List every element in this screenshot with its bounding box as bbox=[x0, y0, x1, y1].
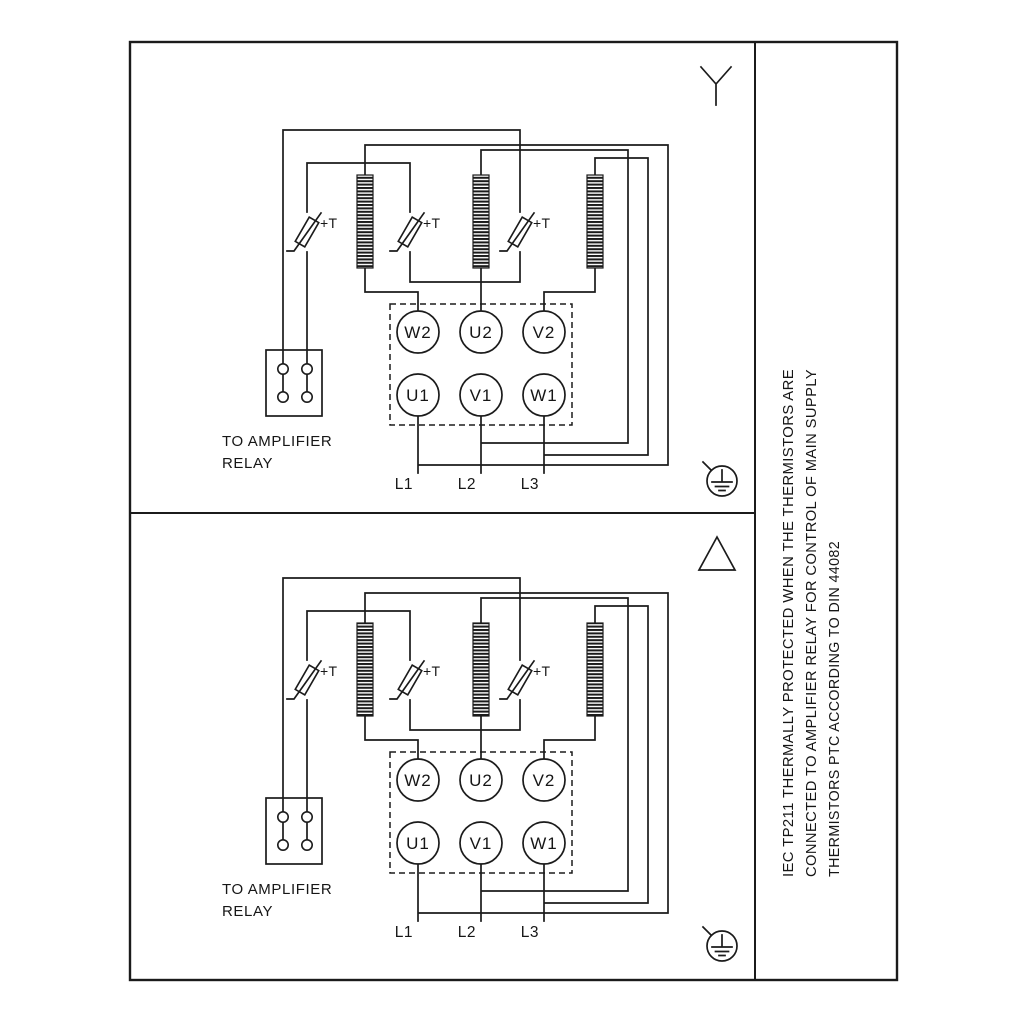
terminal-label-u2: U2 bbox=[469, 323, 493, 342]
terminal-label-v1: V1 bbox=[470, 834, 493, 853]
motor-winding-icon bbox=[472, 622, 490, 717]
terminal-u2 bbox=[459, 758, 503, 802]
thermistor-icon bbox=[286, 211, 323, 252]
thermistor-icon bbox=[499, 211, 536, 252]
amplifier-relay-terminal-box bbox=[265, 797, 323, 865]
relay-terminal-icon bbox=[300, 390, 313, 403]
terminal-u1 bbox=[396, 373, 440, 417]
star-symbol-icon bbox=[699, 65, 733, 106]
thermistor-icon bbox=[499, 659, 536, 700]
relay-terminal-icon bbox=[276, 810, 289, 823]
delta-symbol-icon bbox=[697, 535, 737, 571]
thermistor-icon bbox=[286, 659, 323, 700]
thermistor-icon bbox=[389, 659, 426, 700]
supply-line-label-l3: L3 bbox=[521, 476, 539, 493]
supply-line-label-l1: L1 bbox=[395, 476, 413, 493]
terminal-w2 bbox=[396, 310, 440, 354]
terminal-strip-outline bbox=[389, 751, 573, 874]
terminal-w2 bbox=[396, 758, 440, 802]
relay-terminal-icon bbox=[300, 810, 313, 823]
earth-ground-icon bbox=[701, 460, 738, 497]
side-note-line-3: THERMISTORS PTC ACCORDING TO DIN 44082 bbox=[826, 541, 843, 877]
thermistor-label: +T bbox=[533, 215, 550, 231]
terminal-w1 bbox=[522, 373, 566, 417]
terminal-u2 bbox=[459, 310, 503, 354]
terminal-label-v2: V2 bbox=[533, 771, 556, 790]
terminal-label-v1: V1 bbox=[470, 386, 493, 405]
motor-winding-icon bbox=[586, 622, 604, 717]
thermistor-label: +T bbox=[320, 663, 337, 679]
star-panel-wiring bbox=[282, 129, 669, 474]
terminal-label-w1: W1 bbox=[530, 834, 558, 853]
relay-terminal-icon bbox=[300, 838, 313, 851]
terminal-label-w1: W1 bbox=[530, 386, 558, 405]
terminal-w1 bbox=[522, 821, 566, 865]
terminal-label-w2: W2 bbox=[404, 323, 432, 342]
delta-panel-wiring bbox=[282, 577, 669, 922]
relay-note-line2: RELAY bbox=[222, 455, 273, 472]
terminal-v1 bbox=[459, 821, 503, 865]
relay-note-line2: RELAY bbox=[222, 903, 273, 920]
relay-note-line1: TO AMPLIFIER bbox=[222, 881, 332, 898]
terminal-v1 bbox=[459, 373, 503, 417]
earth-ground-icon bbox=[701, 925, 738, 962]
terminal-v2 bbox=[522, 758, 566, 802]
drawing-border bbox=[128, 40, 899, 982]
terminal-u1 bbox=[396, 821, 440, 865]
motor-winding-icon bbox=[586, 174, 604, 269]
terminal-strip-outline bbox=[389, 303, 573, 426]
frame bbox=[128, 40, 899, 982]
relay-terminal-icon bbox=[276, 362, 289, 375]
relay-terminal-icon bbox=[276, 838, 289, 851]
thermistor-label: +T bbox=[423, 663, 440, 679]
relay-terminal-icon bbox=[276, 390, 289, 403]
relay-note-line1: TO AMPLIFIER bbox=[222, 433, 332, 450]
delta-panel: +T +T +T W2 U2 V2 U1 V1 W1 TO AMPLIFIER … bbox=[222, 535, 738, 962]
supply-line-label-l2: L2 bbox=[458, 924, 476, 941]
terminal-label-u1: U1 bbox=[406, 386, 430, 405]
supply-line-label-l1: L1 bbox=[395, 924, 413, 941]
terminal-label-u2: U2 bbox=[469, 771, 493, 790]
terminal-label-v2: V2 bbox=[533, 323, 556, 342]
relay-terminal-icon bbox=[300, 362, 313, 375]
side-note-line-1: IEC TP211 THERMALLY PROTECTED WHEN THE T… bbox=[780, 369, 797, 877]
supply-line-label-l3: L3 bbox=[521, 924, 539, 941]
thermistor-label: +T bbox=[423, 215, 440, 231]
supply-line-label-l2: L2 bbox=[458, 476, 476, 493]
side-note: IEC TP211 THERMALLY PROTECTED WHEN THE T… bbox=[780, 369, 843, 877]
side-note-line-2: CONNECTED TO AMPLIFIER RELAY FOR CONTROL… bbox=[803, 369, 820, 877]
terminal-label-u1: U1 bbox=[406, 834, 430, 853]
thermistor-label: +T bbox=[533, 663, 550, 679]
thermistor-label: +T bbox=[320, 215, 337, 231]
thermistor-icon bbox=[389, 211, 426, 252]
star-panel: +T +T +T W2 U2 V2 U1 V1 W1 TO AMPLIFIER … bbox=[222, 65, 738, 497]
amplifier-relay-terminal-box bbox=[265, 349, 323, 417]
terminal-label-w2: W2 bbox=[404, 771, 432, 790]
motor-winding-icon bbox=[356, 622, 374, 717]
terminal-v2 bbox=[522, 310, 566, 354]
motor-winding-icon bbox=[356, 174, 374, 269]
motor-winding-icon bbox=[472, 174, 490, 269]
